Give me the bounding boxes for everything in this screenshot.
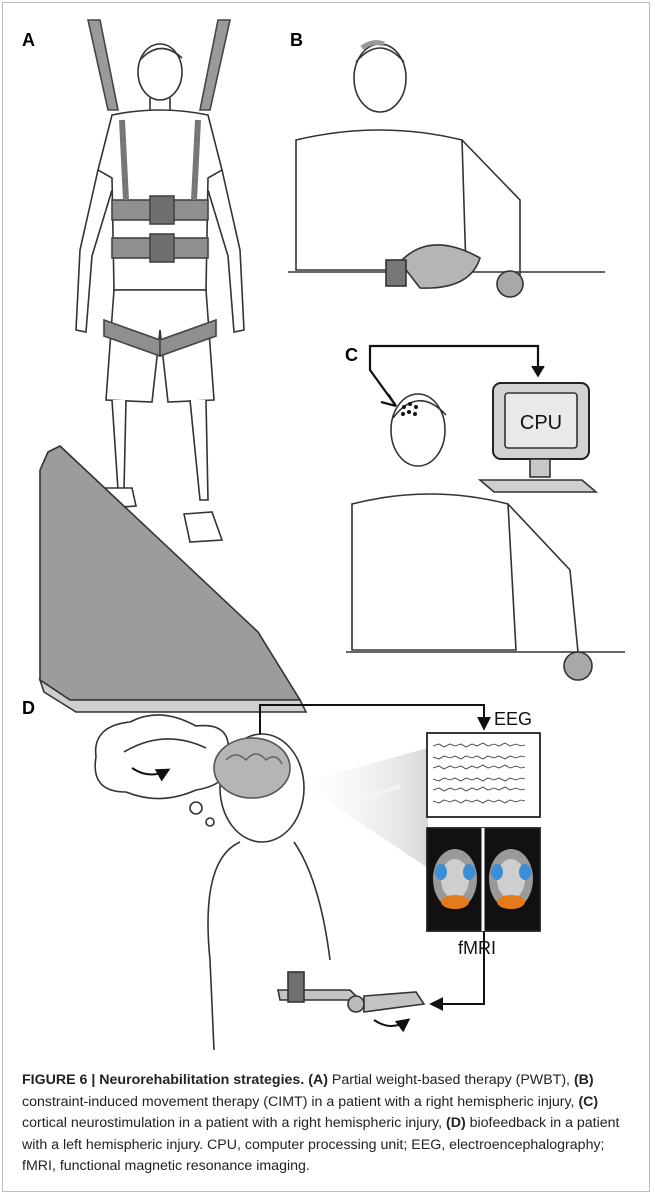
fmri-label: fMRI: [458, 938, 496, 958]
fmri-scan-right: [489, 849, 533, 909]
thought-bubble: [95, 715, 229, 799]
figure-caption: FIGURE 6 | Neurorehabilitation strategie…: [22, 1070, 636, 1178]
panel-d-art: [95, 705, 540, 1050]
cpu-label: CPU: [520, 412, 562, 434]
caption-tag-b: (B): [574, 1072, 594, 1088]
patient-c-head: [391, 394, 445, 466]
ball-c: [564, 652, 592, 680]
patient-b-head: [354, 44, 406, 112]
constraint-mitt: [400, 245, 480, 288]
ball-b: [497, 271, 523, 297]
patient-c-torso: [352, 494, 516, 650]
panel-a-art: [40, 20, 306, 712]
brace-joint: [348, 996, 364, 1012]
hand-orthosis: [364, 992, 424, 1012]
cpu-keyboard: [480, 480, 596, 492]
caption-tag-c: (C): [578, 1094, 598, 1110]
projection-beam: [300, 748, 428, 868]
caption-tag-a: (A): [308, 1072, 328, 1088]
caption-text-b: constraint-induced movement therapy (CIM…: [22, 1094, 578, 1110]
harness-strap-right: [200, 20, 230, 110]
figure-illustration: CPU: [0, 0, 655, 1060]
brain-icon: [214, 738, 290, 798]
treadmill-belt: [40, 446, 300, 700]
caption-text-a: Partial weight-based therapy (PWBT),: [328, 1072, 574, 1088]
harness-strap-left: [88, 20, 118, 110]
panel-b-art: [288, 43, 605, 297]
panel-c-art: [346, 346, 625, 680]
fmri-scan-left: [433, 849, 477, 909]
caption-figure-label: FIGURE 6 | Neurorehabilitation strategie…: [22, 1072, 304, 1088]
eeg-label: EEG: [494, 709, 532, 729]
caption-tag-d: (D): [446, 1115, 466, 1131]
caption-text-c: cortical neurostimulation in a patient w…: [22, 1115, 446, 1131]
